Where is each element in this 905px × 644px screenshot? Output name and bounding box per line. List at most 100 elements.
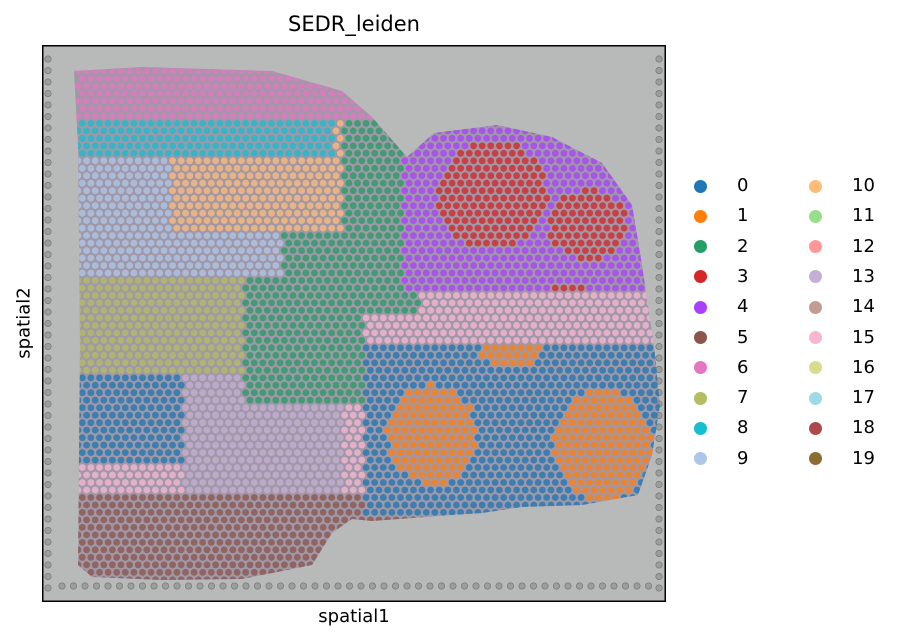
spot-cluster-13 xyxy=(182,464,189,471)
spot-cluster-10 xyxy=(225,179,232,187)
spot-cluster-13 xyxy=(306,441,314,449)
spot-cluster-3 xyxy=(513,142,520,150)
spot-cluster-15 xyxy=(367,337,374,344)
spot-cluster-0 xyxy=(461,366,469,374)
spot-cluster-2 xyxy=(397,224,404,232)
spot-cluster-0 xyxy=(444,351,452,359)
spot-cluster-5 xyxy=(177,561,185,569)
spot-cluster-9 xyxy=(130,164,138,172)
fiducial-spot xyxy=(44,457,52,465)
spot-cluster-0 xyxy=(379,509,387,516)
spot-cluster-4 xyxy=(478,262,486,269)
spot-cluster-3 xyxy=(590,217,598,225)
spot-cluster-13 xyxy=(246,456,254,464)
spot-cluster-7 xyxy=(186,337,194,344)
fiducial-spot xyxy=(655,480,663,488)
spot-cluster-4 xyxy=(556,142,563,150)
legend-marker-6 xyxy=(694,361,707,375)
spot-cluster-4 xyxy=(513,277,520,284)
spot-cluster-8 xyxy=(259,149,267,157)
spot-cluster-2 xyxy=(319,329,327,337)
spot-cluster-5 xyxy=(87,494,95,501)
spot-cluster-9 xyxy=(152,247,159,255)
spot-cluster-2 xyxy=(341,202,348,210)
spot-cluster-2 xyxy=(354,239,361,247)
spot-cluster-13 xyxy=(315,486,323,494)
spot-cluster-4 xyxy=(551,194,559,202)
spot-cluster-0 xyxy=(646,389,654,397)
spot-cluster-1 xyxy=(564,456,572,464)
spot-cluster-10 xyxy=(199,164,207,172)
spot-cluster-6 xyxy=(276,105,284,112)
spot-cluster-7 xyxy=(186,351,194,359)
spot-cluster-15 xyxy=(551,299,559,307)
spot-cluster-1 xyxy=(590,411,598,419)
fiducial-spot xyxy=(655,354,663,362)
spot-cluster-5 xyxy=(216,509,224,516)
spot-cluster-7 xyxy=(126,351,133,359)
spot-cluster-2 xyxy=(345,344,353,352)
spot-cluster-4 xyxy=(620,284,628,292)
spot-cluster-6 xyxy=(87,75,95,82)
spot-cluster-0 xyxy=(625,351,632,359)
spot-cluster-0 xyxy=(362,389,370,397)
spot-cluster-10 xyxy=(306,157,314,165)
spot-cluster-1 xyxy=(603,434,611,441)
spot-cluster-15 xyxy=(569,314,576,322)
spot-cluster-15 xyxy=(491,299,499,307)
spot-cluster-13 xyxy=(298,456,305,464)
spot-cluster-1 xyxy=(603,494,611,501)
spot-cluster-0 xyxy=(362,434,370,441)
spot-cluster-2 xyxy=(250,374,258,382)
spot-cluster-0 xyxy=(556,351,563,359)
spot-cluster-2 xyxy=(315,277,323,284)
spot-cluster-4 xyxy=(612,269,619,277)
spot-cluster-5 xyxy=(358,501,366,509)
spot-cluster-0 xyxy=(134,381,142,389)
spot-cluster-3 xyxy=(521,202,529,210)
spot-cluster-3 xyxy=(487,172,495,180)
legend-marker-4 xyxy=(694,300,707,314)
spot-cluster-6 xyxy=(190,90,198,97)
spot-cluster-10 xyxy=(199,224,207,232)
spot-cluster-5 xyxy=(182,509,189,516)
spot-cluster-4 xyxy=(444,262,452,269)
spot-cluster-13 xyxy=(272,471,280,479)
spot-cluster-4 xyxy=(517,239,525,247)
spot-cluster-5 xyxy=(319,539,327,546)
spot-cluster-0 xyxy=(448,374,456,382)
spot-cluster-2 xyxy=(281,277,288,284)
spot-cluster-0 xyxy=(117,396,125,404)
spot-cluster-8 xyxy=(207,134,215,142)
spot-cluster-1 xyxy=(612,449,619,456)
spot-cluster-0 xyxy=(371,374,379,382)
spot-cluster-4 xyxy=(594,269,602,277)
spot-cluster-3 xyxy=(530,202,538,210)
spot-cluster-1 xyxy=(569,404,576,412)
spot-cluster-1 xyxy=(594,419,602,427)
spot-cluster-2 xyxy=(306,262,314,269)
spot-cluster-9 xyxy=(272,262,280,269)
spot-cluster-15 xyxy=(457,329,465,337)
spot-cluster-4 xyxy=(547,262,555,269)
spot-cluster-3 xyxy=(569,194,576,202)
spot-cluster-13 xyxy=(272,426,280,434)
spot-cluster-6 xyxy=(212,82,220,90)
spot-cluster-5 xyxy=(109,546,116,554)
spot-cluster-10 xyxy=(182,209,189,217)
spot-cluster-6 xyxy=(298,97,305,105)
spot-cluster-0 xyxy=(517,404,525,412)
spot-cluster-15 xyxy=(96,464,103,471)
spot-cluster-9 xyxy=(83,202,90,210)
spot-cluster-15 xyxy=(478,337,486,344)
spot-cluster-2 xyxy=(328,254,336,262)
fiducial-spot xyxy=(655,469,663,477)
spot-cluster-9 xyxy=(229,232,237,240)
spot-cluster-0 xyxy=(371,404,379,412)
spot-cluster-5 xyxy=(152,531,159,539)
spot-cluster-10 xyxy=(182,194,189,202)
spot-cluster-2 xyxy=(268,344,275,352)
spot-cluster-5 xyxy=(306,516,314,524)
spot-cluster-8 xyxy=(268,134,275,142)
spot-cluster-0 xyxy=(530,426,538,434)
